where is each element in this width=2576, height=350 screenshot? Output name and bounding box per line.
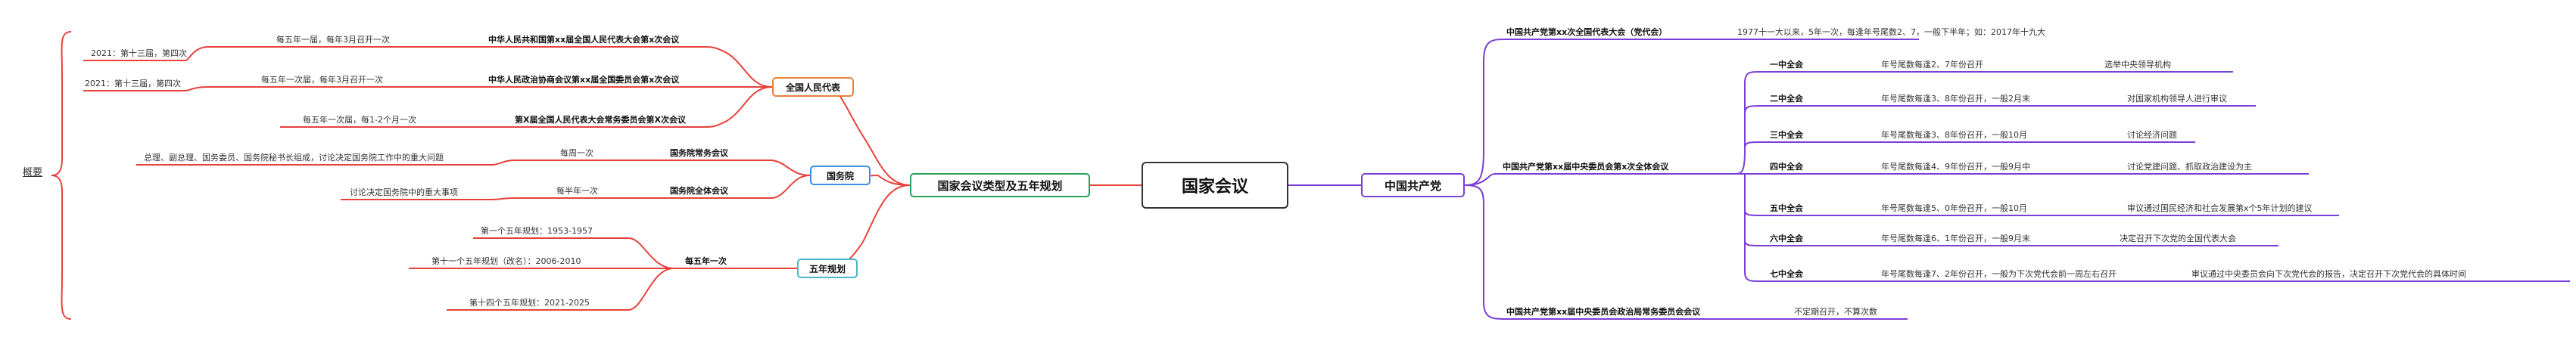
plenary-4-content: 讨论党建问题、抓取政治建设为主 bbox=[2127, 162, 2252, 172]
sub-state-council[interactable]: 国务院 bbox=[810, 166, 871, 185]
plan-item-3: 第十四个五年规划：2021-2025 bbox=[469, 298, 590, 308]
topic-party-congress[interactable]: 中国共产党第xx次全国代表大会（党代会） bbox=[1506, 27, 1668, 37]
politburo-note: 不定期召开，不算次数 bbox=[1794, 307, 1877, 317]
state-council-2-desc: 讨论决定国务院中的重大事项 bbox=[350, 187, 458, 197]
summary-bracket bbox=[51, 31, 72, 320]
plenary-3-timing: 年号尾数每逢3、8年份召开，一般10月 bbox=[1881, 130, 2027, 140]
plenary-6-content: 决定召开下次党的全国代表大会 bbox=[2120, 234, 2236, 243]
npc-2-example: 2021：第十三届，第四次 bbox=[85, 79, 181, 88]
topic-plenary-session[interactable]: 中国共产党第xx届中央委员会第x次全体会议 bbox=[1503, 162, 1669, 172]
plenary-5-timing: 年号尾数每逢5、0年份召开，一般10月 bbox=[1881, 203, 2027, 213]
plenary-4-timing: 年号尾数每逢4、9年份召开，一般9月中 bbox=[1881, 162, 2030, 172]
npc-2-title[interactable]: 中华人民政治协商会议第xx届全国委员会第x次会议 bbox=[488, 75, 680, 85]
plenary-7-timing: 年号尾数每逢7、2年份召开，一般为下次党代会前一周左右召开 bbox=[1881, 269, 2117, 279]
plan-item-2: 第十一个五年规划（改名）：2006-2010 bbox=[431, 256, 581, 266]
sub-five-year-plan[interactable]: 五年规划 bbox=[797, 259, 858, 278]
plenary-3-name[interactable]: 三中全会 bbox=[1770, 130, 1803, 140]
plenary-1-content: 选举中央领导机构 bbox=[2104, 60, 2171, 70]
sub-npc[interactable]: 全国人民代表 bbox=[772, 77, 854, 97]
plenary-6-timing: 年号尾数每逢6、1年份召开，一般9月末 bbox=[1881, 234, 2030, 243]
plenary-7-name[interactable]: 七中全会 bbox=[1770, 269, 1803, 279]
plenary-7-content: 审议通过中央委员会向下次党代会的报告，决定召开下次党代会的具体时间 bbox=[2191, 269, 2466, 279]
plan-frequency[interactable]: 每五年一次 bbox=[685, 256, 727, 266]
summary-label: 概要 bbox=[23, 167, 43, 178]
branch-meeting-types[interactable]: 国家会议类型及五年规划 bbox=[910, 173, 1090, 197]
npc-1-title[interactable]: 中华人民共和国第xx届全国人民代表大会第x次会议 bbox=[488, 35, 680, 45]
plenary-6-name[interactable]: 六中全会 bbox=[1770, 234, 1803, 243]
topic-politburo-meeting[interactable]: 中国共产党第xx届中央委员会政治局常务委员会会议 bbox=[1506, 307, 1701, 317]
state-council-2-title[interactable]: 国务院全体会议 bbox=[670, 186, 728, 196]
plenary-2-name[interactable]: 二中全会 bbox=[1770, 94, 1803, 104]
plenary-5-content: 审议通过国民经济和社会发展第x个5年计划的建议 bbox=[2127, 203, 2313, 213]
root-node[interactable]: 国家会议 bbox=[1142, 162, 1288, 209]
plenary-1-timing: 年号尾数每逢2、7年份召开 bbox=[1881, 60, 1983, 70]
plenary-2-content: 对国家机构领导人进行审议 bbox=[2127, 94, 2227, 104]
state-council-1-desc: 总理、副总理、国务委员、国务院秘书长组成，讨论决定国务院工作中的重大问题 bbox=[144, 153, 444, 163]
npc-1-freq: 每五年一届，每年3月召开一次 bbox=[276, 35, 390, 45]
npc-3-freq: 每五年一次届，每1-2个月一次 bbox=[303, 115, 416, 125]
state-council-2-freq: 每半年一次 bbox=[556, 186, 598, 196]
state-council-1-freq: 每周一次 bbox=[560, 148, 593, 158]
party-congress-note: 1977十一大以来，5年一次，每逢年号尾数2、7，一般下半年；如：2017年十九… bbox=[1737, 27, 2045, 37]
plenary-1-name[interactable]: 一中全会 bbox=[1770, 60, 1803, 70]
branch-ccp[interactable]: 中国共产党 bbox=[1361, 173, 1465, 197]
plenary-3-content: 讨论经济问题 bbox=[2127, 130, 2177, 140]
plan-item-1: 第一个五年规划：1953-1957 bbox=[481, 226, 593, 236]
plenary-5-name[interactable]: 五中全会 bbox=[1770, 203, 1803, 213]
npc-3-title[interactable]: 第X届全国人民代表大会常务委员会第X次会议 bbox=[515, 115, 686, 125]
plenary-4-name[interactable]: 四中全会 bbox=[1770, 162, 1803, 172]
npc-2-freq: 每五年一次届，每年3月召开一次 bbox=[261, 75, 383, 85]
plenary-2-timing: 年号尾数每逢3、8年份召开，一般2月末 bbox=[1881, 94, 2030, 104]
state-council-1-title[interactable]: 国务院常务会议 bbox=[670, 148, 728, 158]
npc-1-example: 2021：第十三届，第四次 bbox=[91, 48, 187, 58]
